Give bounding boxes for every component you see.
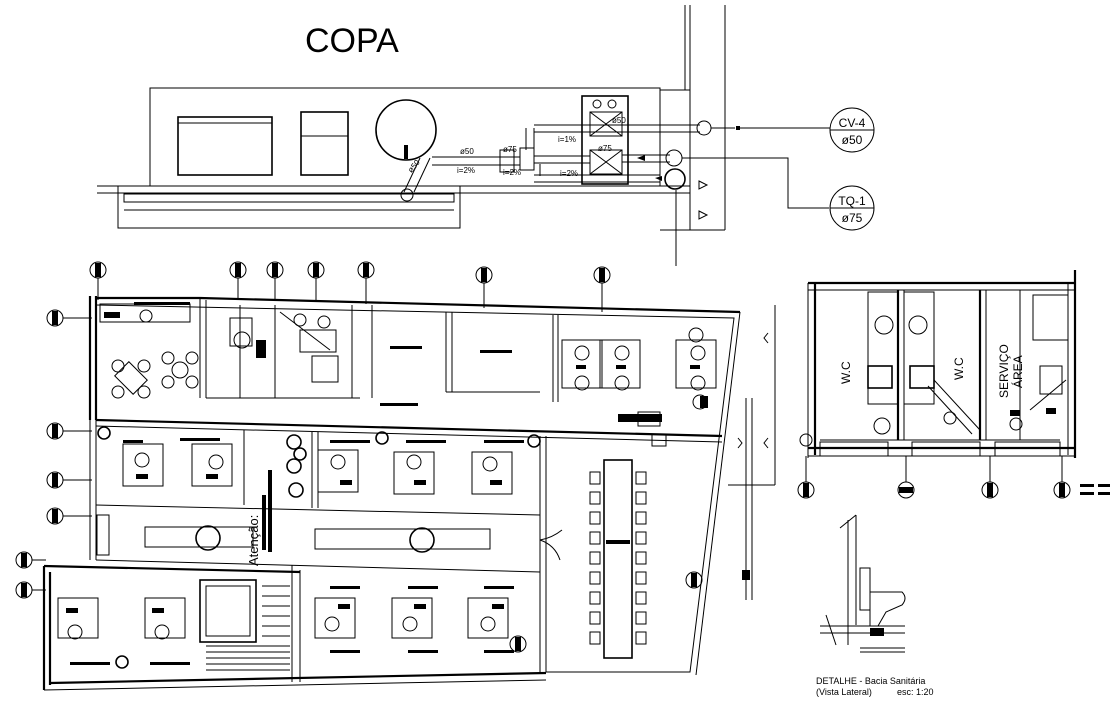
pipe-label-d75: ø75 [503,145,517,154]
svg-text:TQ-1: TQ-1 [838,194,866,208]
sink-bowl [375,99,437,161]
side-markers [728,305,776,600]
pipe-slope-label: i=2% [457,166,475,175]
column-markers [15,261,708,653]
tag-tq1: TQ-1 ø75 [829,185,875,231]
service-label-1: SERVIÇO [997,344,1011,398]
pipe-label-d75-stove: ø75 [598,144,612,153]
pipe-label-d50-stove: ø50 [612,116,626,125]
lounge-furniture [97,351,541,669]
pipe-label-d50: ø50 [460,147,474,156]
stove [581,95,629,185]
detail-subtitle: (Vista Lateral) [816,687,872,697]
wc-label-1: W.C [839,361,853,384]
svg-text:ø50: ø50 [842,133,863,147]
service-label-2: ÁREA [1010,355,1025,388]
wc-label-2: W.C [952,357,966,380]
wc-block [807,270,1077,458]
svg-text:ø75: ø75 [842,211,863,225]
office-walls [42,296,741,691]
pipe-slope-label: i=2% [503,168,521,177]
wc-column-markers [797,433,1110,499]
office-desks [57,327,717,665]
drainage-pipes [400,120,830,209]
detail-title: DETALHE - Bacia Sanitária [816,676,925,686]
reception-counters [96,470,563,561]
drawing-title: COPA [305,22,399,60]
svg-text:CV-4: CV-4 [839,116,866,130]
pipe-slope-label: i=1% [558,135,576,144]
copa-area [97,5,726,266]
upper-wc-block [99,302,708,447]
tag-cv4: CV-4 ø50 [829,107,875,153]
reception-label: Atenção: [246,515,261,566]
meeting-table [589,459,647,659]
staircase [199,579,290,671]
pipe-slope-label: i=2% [560,169,578,178]
detail-scale: esc: 1:20 [897,687,934,697]
toilet-detail [820,514,906,653]
